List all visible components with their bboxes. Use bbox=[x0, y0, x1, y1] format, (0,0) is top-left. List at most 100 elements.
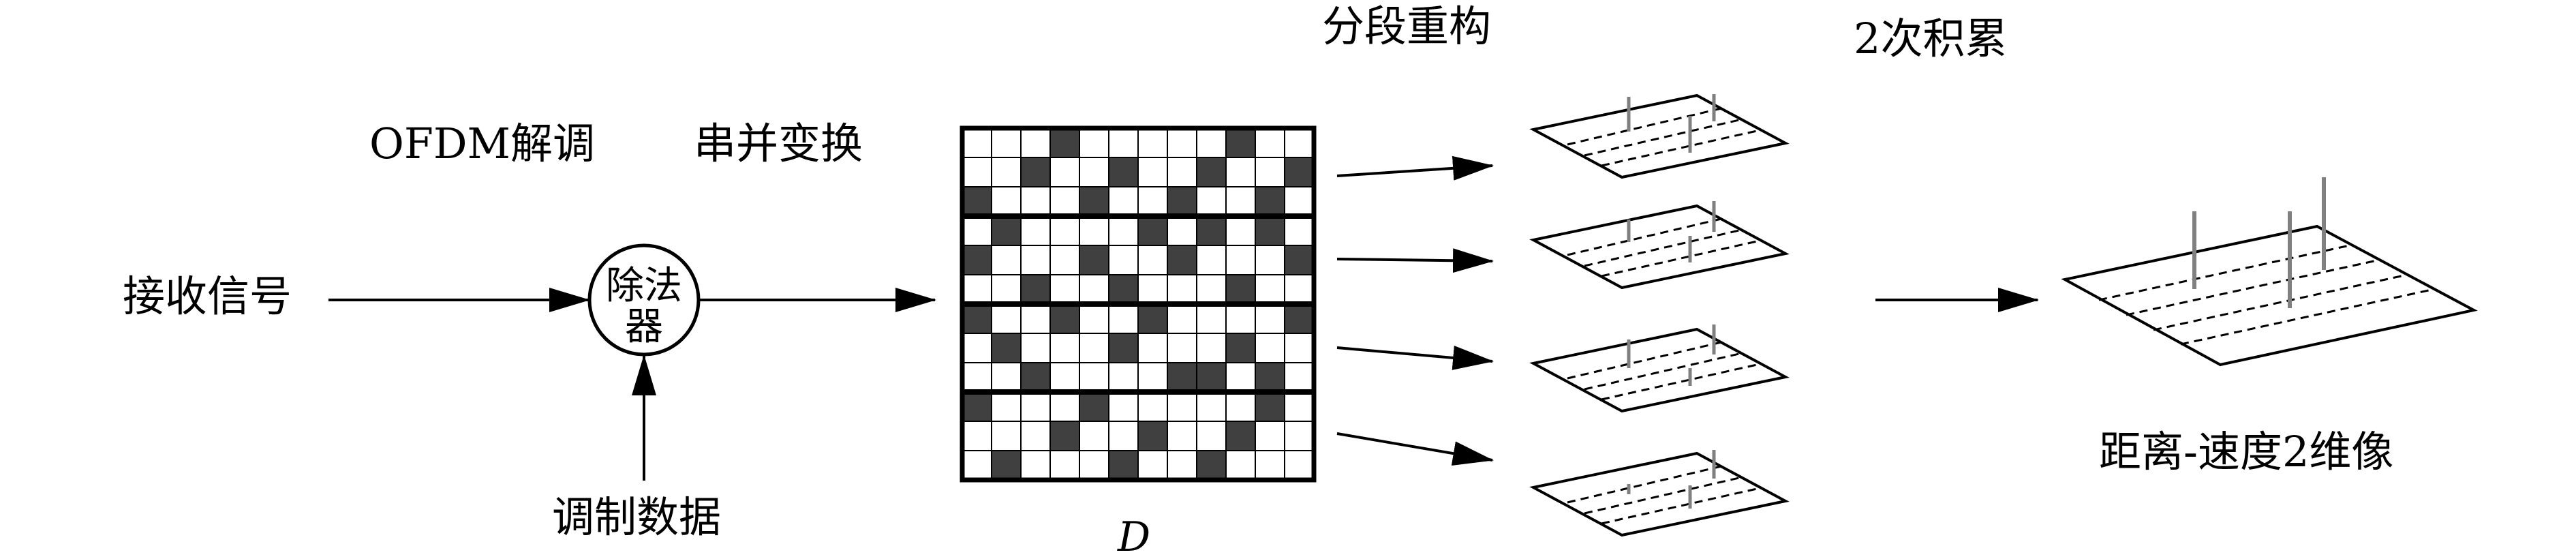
matrix-cell bbox=[1108, 215, 1139, 246]
matrix-cell bbox=[962, 362, 992, 393]
matrix-cell bbox=[1167, 215, 1197, 246]
matrix-cell bbox=[1020, 303, 1051, 334]
matrix-cell bbox=[1196, 245, 1227, 275]
matrix-cell bbox=[1225, 303, 1256, 334]
matrix-cell bbox=[1108, 303, 1139, 334]
matrix-cell bbox=[1167, 303, 1197, 334]
matrix-cell bbox=[1284, 157, 1315, 187]
segment-plane-2 bbox=[1529, 201, 1790, 290]
divider-label-line2: 器 bbox=[625, 305, 663, 349]
label-modulation-data: 调制数据 bbox=[552, 492, 721, 542]
segment-plane-1 bbox=[1529, 93, 1790, 179]
matrix-cell bbox=[1225, 245, 1256, 275]
matrix-cell bbox=[962, 421, 992, 451]
matrix-cell bbox=[1108, 245, 1139, 275]
matrix-cell bbox=[1020, 362, 1051, 393]
matrix-cell bbox=[1049, 303, 1080, 334]
matrix-cell bbox=[1020, 245, 1051, 275]
matrix-cell bbox=[991, 333, 1022, 363]
matrix-cell bbox=[1196, 391, 1227, 422]
matrix-cell bbox=[1225, 157, 1256, 187]
matrix-cell bbox=[1196, 157, 1227, 187]
matrix-cell bbox=[1079, 245, 1109, 275]
matrix-cell bbox=[991, 186, 1022, 217]
matrix-cell bbox=[1020, 186, 1051, 217]
matrix-cell bbox=[1255, 421, 1285, 451]
matrix-cell bbox=[962, 333, 992, 363]
matrix-cell bbox=[1137, 186, 1168, 217]
segment-plane-4 bbox=[1529, 450, 1790, 537]
label-secondary-accumulation: 2次积累 bbox=[1854, 14, 2007, 63]
matrix-cell bbox=[1137, 245, 1168, 275]
matrix-cell bbox=[1196, 127, 1227, 158]
matrix-cell bbox=[991, 245, 1022, 275]
matrix-cell bbox=[1225, 127, 1256, 158]
matrix-cell bbox=[962, 274, 992, 305]
matrix-cell bbox=[1137, 215, 1168, 246]
matrix-cell bbox=[1049, 127, 1080, 158]
matrix-cell bbox=[1225, 215, 1256, 246]
matrix-cell bbox=[991, 362, 1022, 393]
matrix-cell bbox=[1255, 274, 1285, 305]
matrix-cell bbox=[1255, 450, 1285, 481]
matrix-cell bbox=[1196, 362, 1227, 393]
matrix-cell bbox=[1284, 391, 1315, 422]
matrix-cell bbox=[1137, 274, 1168, 305]
label-received-signal: 接收信号 bbox=[123, 271, 292, 321]
matrix-D bbox=[960, 125, 1317, 483]
label-matrix-D: D bbox=[1117, 513, 1150, 559]
matrix-cell bbox=[991, 303, 1022, 334]
matrix-cell bbox=[1225, 421, 1256, 451]
matrix-cell bbox=[1255, 157, 1285, 187]
matrix-cell bbox=[1020, 157, 1051, 187]
matrix-cell bbox=[1079, 421, 1109, 451]
matrix-cell bbox=[991, 450, 1022, 481]
matrix-cell bbox=[1167, 157, 1197, 187]
matrix-cell bbox=[962, 186, 992, 217]
label-range-velocity-image: 距离-速度2维像 bbox=[2099, 427, 2393, 477]
matrix-cell bbox=[1137, 421, 1168, 451]
matrix-cell bbox=[1049, 391, 1080, 422]
matrix-cell bbox=[1079, 303, 1109, 334]
matrix-cell bbox=[1167, 362, 1197, 393]
matrix-cell bbox=[1108, 127, 1139, 158]
matrix-cell bbox=[1167, 186, 1197, 217]
matrix-cell bbox=[1020, 333, 1051, 363]
matrix-cell bbox=[1284, 333, 1315, 363]
matrix-cell bbox=[1049, 362, 1080, 393]
matrix-cell bbox=[1108, 274, 1139, 305]
matrix-cell bbox=[1079, 391, 1109, 422]
matrix-cell bbox=[1284, 127, 1315, 158]
matrix-cell bbox=[1020, 215, 1051, 246]
matrix-cell bbox=[1079, 450, 1109, 481]
matrix-cell bbox=[1255, 127, 1285, 158]
matrix-cell bbox=[1108, 362, 1139, 393]
matrix-cell bbox=[1079, 215, 1109, 246]
divider-label-line1: 除法 bbox=[606, 264, 682, 308]
matrix-cell bbox=[1079, 333, 1109, 363]
matrix-cell bbox=[1255, 303, 1285, 334]
matrix-cell bbox=[991, 215, 1022, 246]
matrix-cell bbox=[1225, 450, 1256, 481]
matrix-border bbox=[960, 125, 1317, 483]
label-segment-reconstruct: 分段重构 bbox=[1322, 1, 1491, 51]
matrix-cell bbox=[1108, 421, 1139, 451]
matrix-cell bbox=[1108, 157, 1139, 187]
matrix-cell bbox=[962, 450, 992, 481]
matrix-cell bbox=[1137, 362, 1168, 393]
matrix-cell bbox=[1284, 362, 1315, 393]
matrix-cell bbox=[1225, 274, 1256, 305]
matrix-cell bbox=[962, 127, 992, 158]
label-serial-parallel: 串并变换 bbox=[694, 119, 863, 168]
matrix-cell bbox=[1020, 391, 1051, 422]
matrix-cell bbox=[1167, 391, 1197, 422]
matrix-cell bbox=[1196, 215, 1227, 246]
matrix-cell bbox=[1284, 186, 1315, 217]
matrix-cell bbox=[1079, 186, 1109, 217]
arrow-matrix-to-plane-1 bbox=[1336, 155, 1494, 181]
matrix-cell bbox=[991, 391, 1022, 422]
matrix-cell bbox=[991, 421, 1022, 451]
matrix-cell bbox=[1284, 274, 1315, 305]
matrix-cell bbox=[1255, 391, 1285, 422]
